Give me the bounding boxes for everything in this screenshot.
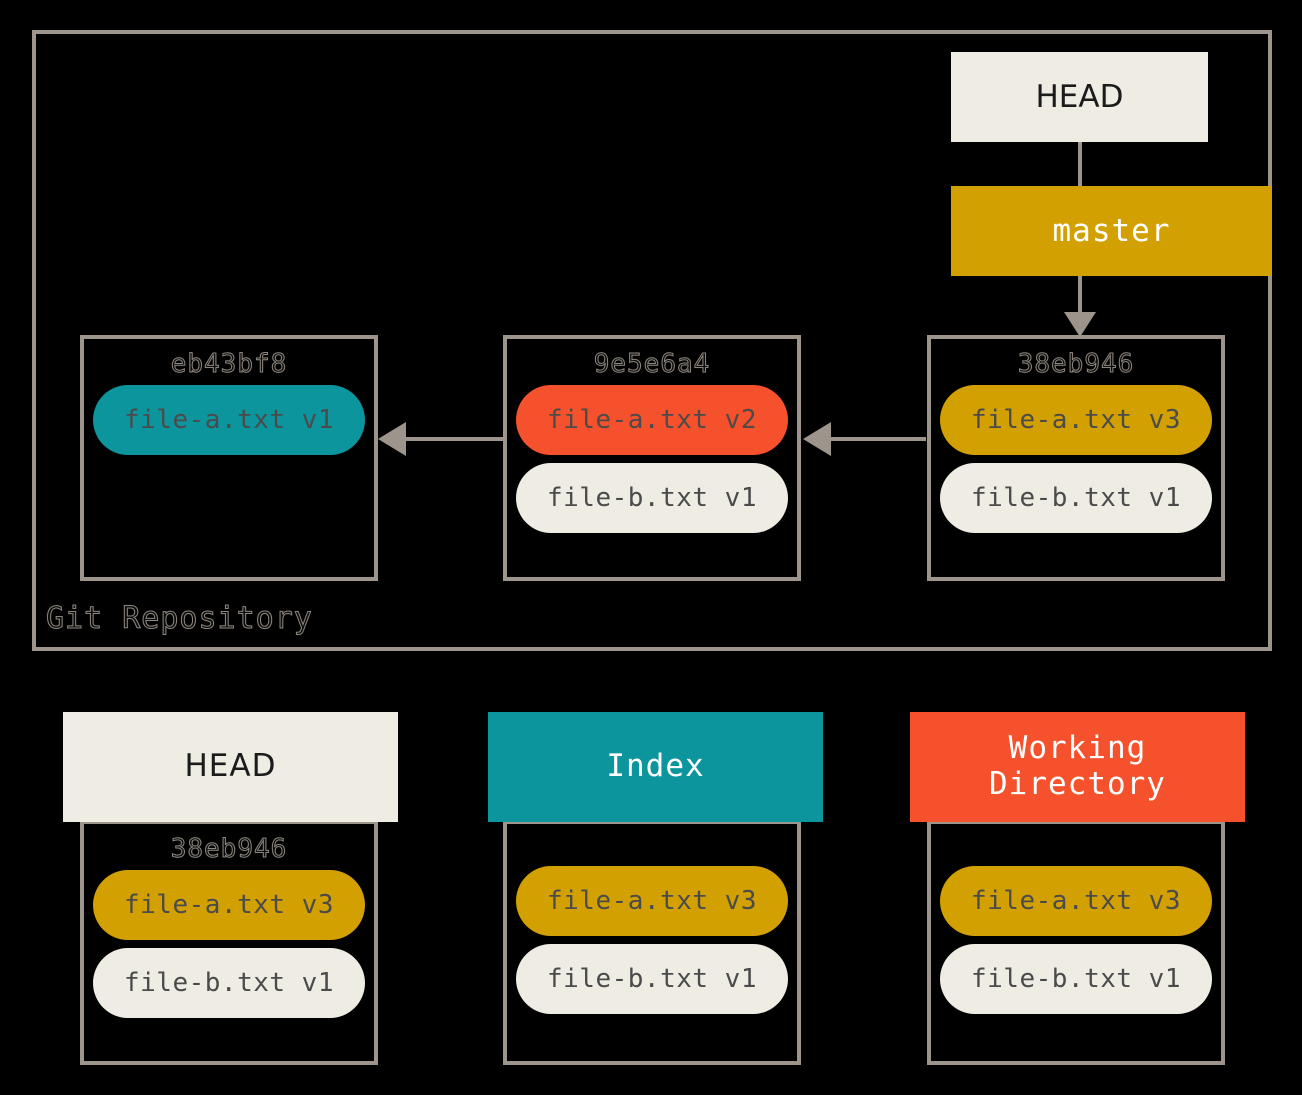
area-title-working-directory: Working Directory — [989, 731, 1166, 802]
commit-file-pill[interactable]: file-b.txt v1 — [516, 463, 788, 533]
area-title-line-2: Directory — [989, 766, 1166, 802]
area-file-pill[interactable]: file-a.txt v3 — [940, 866, 1212, 936]
area-box-index[interactable]: file-a.txt v3 file-b.txt v1 — [503, 820, 801, 1065]
area-box-working-directory[interactable]: file-a.txt v3 file-b.txt v1 — [927, 820, 1225, 1065]
parent-link-arrowhead-1 — [378, 422, 406, 456]
area-file-pill[interactable]: file-b.txt v1 — [940, 944, 1212, 1014]
parent-link-arrowhead-2 — [803, 422, 831, 456]
master-branch-label: master — [1052, 213, 1171, 249]
area-header-index[interactable]: Index — [488, 712, 823, 822]
commit-file-pill[interactable]: file-b.txt v1 — [940, 463, 1212, 533]
area-sha-head: 38eb946 — [170, 834, 288, 865]
head-to-master-connector — [1078, 142, 1082, 186]
commit-box-38eb946[interactable]: 38eb946 file-a.txt v3 file-b.txt v1 — [927, 335, 1225, 581]
parent-link-line-2 — [831, 437, 926, 441]
master-branch-box[interactable]: master — [951, 186, 1272, 276]
head-ref-label: HEAD — [1035, 79, 1124, 115]
area-header-head[interactable]: HEAD — [63, 712, 398, 822]
git-repository-label: Git Repository — [46, 601, 313, 637]
head-ref-box[interactable]: HEAD — [951, 52, 1208, 142]
master-to-commit-arrowhead — [1064, 312, 1096, 337]
area-file-pill[interactable]: file-b.txt v1 — [93, 948, 365, 1018]
git-repository-frame — [32, 30, 1272, 651]
parent-link-line-1 — [405, 437, 503, 441]
master-to-commit-connector — [1078, 276, 1082, 318]
area-file-pill[interactable]: file-a.txt v3 — [516, 866, 788, 936]
area-sha-spacer-wd — [931, 824, 1221, 866]
commit-box-9e5e6a4[interactable]: 9e5e6a4 file-a.txt v2 file-b.txt v1 — [503, 335, 801, 581]
area-file-pill[interactable]: file-a.txt v3 — [93, 870, 365, 940]
commit-file-pill[interactable]: file-a.txt v2 — [516, 385, 788, 455]
commit-sha-eb43bf8: eb43bf8 — [170, 349, 288, 380]
commit-file-pill[interactable]: file-a.txt v1 — [93, 385, 365, 455]
area-sha-spacer-index — [507, 824, 797, 866]
area-box-head[interactable]: 38eb946 file-a.txt v3 file-b.txt v1 — [80, 820, 378, 1065]
commit-box-eb43bf8[interactable]: eb43bf8 file-a.txt v1 — [80, 335, 378, 581]
commit-sha-38eb946: 38eb946 — [1017, 349, 1135, 380]
area-header-working-directory[interactable]: Working Directory — [910, 712, 1245, 822]
area-file-pill[interactable]: file-b.txt v1 — [516, 944, 788, 1014]
area-title-index: Index — [606, 748, 705, 785]
commit-sha-9e5e6a4: 9e5e6a4 — [593, 349, 711, 380]
area-title-head: HEAD — [184, 748, 277, 785]
area-title-line-1: Working — [1008, 730, 1147, 767]
commit-file-pill[interactable]: file-a.txt v3 — [940, 385, 1212, 455]
